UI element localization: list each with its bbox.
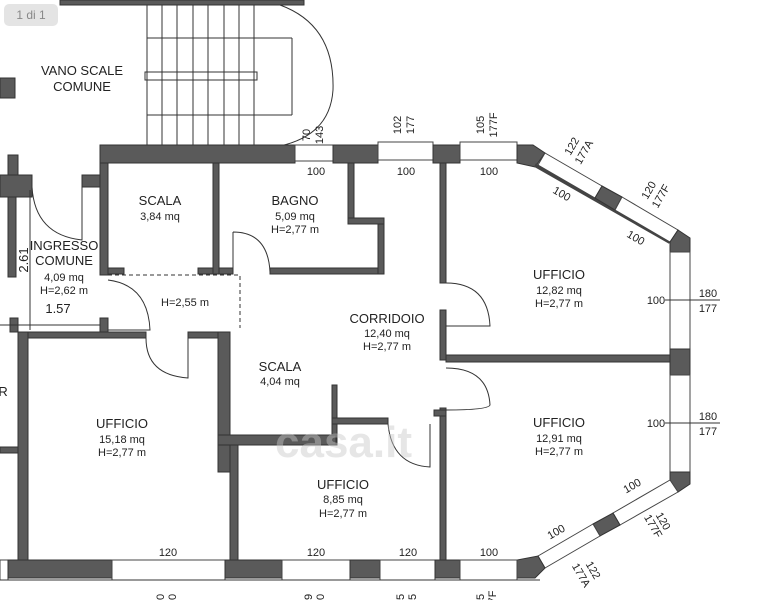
room-bagno-area: 5,09 mq bbox=[275, 211, 315, 223]
room-scala-mid-area: 4,04 mq bbox=[260, 376, 300, 388]
window-width: 120 bbox=[307, 547, 325, 559]
staircase bbox=[144, 4, 334, 147]
room-ingresso-name: INGRESSO bbox=[30, 238, 99, 253]
room-ufficio-se-name: UFFICIO bbox=[533, 415, 585, 430]
page-indicator: 1 di 1 bbox=[4, 4, 58, 26]
window-width: 120 bbox=[159, 547, 177, 559]
dimension-horizontal: 1.57 bbox=[45, 301, 70, 316]
room-corridoio-area: 12,40 mq bbox=[364, 328, 410, 340]
exterior-wall-diagonal-lower bbox=[516, 479, 679, 579]
window-label-a: 15 bbox=[395, 594, 407, 600]
window-label-a: 102 bbox=[392, 116, 404, 134]
exterior-wall-right bbox=[669, 251, 691, 493]
room-corridoio-height: H=2,77 m bbox=[363, 341, 411, 353]
window-label-a: 05 bbox=[475, 594, 487, 600]
wall bbox=[81, 174, 103, 188]
window-width: 100 bbox=[397, 166, 415, 178]
room-ingresso-name-2: COMUNE bbox=[35, 253, 93, 268]
window-width: 100 bbox=[625, 229, 647, 249]
window-label-a: 180 bbox=[699, 411, 717, 423]
left-edge-letter: R bbox=[0, 384, 8, 399]
window-width: 100 bbox=[546, 523, 568, 543]
room-bagno-height: H=2,77 m bbox=[271, 224, 319, 236]
room-corridoio-name: CORRIDOIO bbox=[349, 311, 424, 326]
window-width: 100 bbox=[307, 166, 325, 178]
window-width: 100 bbox=[480, 547, 498, 559]
window-width: 100 bbox=[647, 418, 665, 430]
wall bbox=[59, 0, 305, 6]
window-width: 100 bbox=[480, 166, 498, 178]
exterior-wall-bottom bbox=[0, 559, 540, 581]
window-label-b: 177 bbox=[405, 116, 417, 134]
room-vano-scale-label: VANO SCALE bbox=[41, 63, 123, 78]
room-ingresso-height: H=2,62 m bbox=[40, 285, 88, 297]
window-label-a: 70 bbox=[301, 129, 313, 141]
window-width: 100 bbox=[551, 185, 573, 205]
room-scala-area: 3,84 mq bbox=[140, 211, 180, 223]
room-vano-scale-label-2: COMUNE bbox=[53, 79, 111, 94]
window-label-b: 55 bbox=[407, 594, 419, 600]
passage-height: H=2,55 m bbox=[161, 297, 209, 309]
window-width: 100 bbox=[647, 295, 665, 307]
window-label-b: 143 bbox=[314, 126, 326, 144]
window-label-b: 177 bbox=[699, 303, 717, 315]
room-ufficio-sw-name: UFFICIO bbox=[96, 416, 148, 431]
exterior-wall-diagonal-upper bbox=[534, 152, 691, 253]
window-label-b: 77F bbox=[487, 590, 499, 600]
window-label-a: 29 bbox=[303, 594, 315, 600]
window-label-b: 20 bbox=[167, 594, 179, 600]
room-ufficio-ne-area: 12,82 mq bbox=[536, 285, 582, 297]
watermark-logo: casa.it bbox=[275, 418, 412, 467]
room-ufficio-s-height: H=2,77 m bbox=[319, 508, 367, 520]
room-scala-mid-name: SCALA bbox=[259, 359, 302, 374]
window-label-a: 105 bbox=[475, 116, 487, 134]
window-width: 100 bbox=[622, 477, 644, 497]
window-label-b: 20 bbox=[315, 594, 327, 600]
exterior-wall-top bbox=[99, 141, 546, 168]
room-scala-name: SCALA bbox=[139, 193, 182, 208]
doors bbox=[0, 186, 491, 468]
dimension-vertical: 2.61 bbox=[16, 247, 31, 272]
wall bbox=[7, 196, 17, 278]
window-label-a: 180 bbox=[699, 288, 717, 300]
room-ufficio-ne-height: H=2,77 m bbox=[535, 298, 583, 310]
room-ufficio-se-area: 12,91 mq bbox=[536, 433, 582, 445]
window-dimensions: 100 70 143 100 102 177 100 105 177F 100 … bbox=[155, 112, 720, 600]
room-ingresso-area: 4,09 mq bbox=[44, 272, 84, 284]
window-label-b: 177 bbox=[699, 426, 717, 438]
room-ufficio-s-area: 8,85 mq bbox=[323, 494, 363, 506]
window-label-b: 177F bbox=[488, 112, 500, 137]
wall bbox=[0, 174, 33, 198]
window-width: 120 bbox=[399, 547, 417, 559]
wall bbox=[0, 77, 16, 99]
room-ufficio-sw-height: H=2,77 m bbox=[98, 447, 146, 459]
passage-outline bbox=[108, 274, 241, 328]
window-label-a: 10 bbox=[155, 594, 167, 600]
room-ufficio-sw-area: 15,18 mq bbox=[99, 434, 145, 446]
room-ufficio-ne-name: UFFICIO bbox=[533, 267, 585, 282]
interior-walls bbox=[0, 162, 671, 561]
room-ufficio-s-name: UFFICIO bbox=[317, 477, 369, 492]
room-bagno-name: BAGNO bbox=[272, 193, 319, 208]
room-ufficio-se-height: H=2,77 m bbox=[535, 446, 583, 458]
